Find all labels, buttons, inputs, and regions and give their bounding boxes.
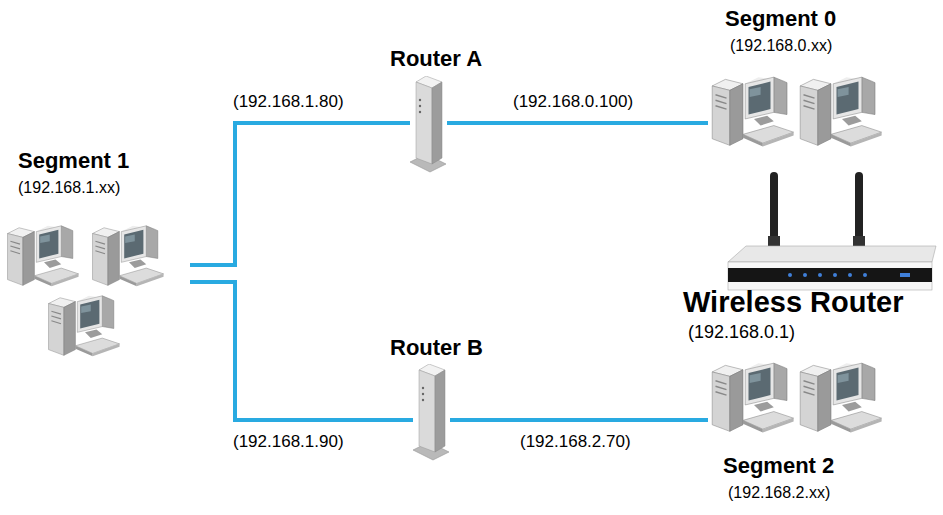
node-title: Wireless Router <box>683 286 904 319</box>
network-cable <box>190 282 413 420</box>
ip-range-label: (192.168.2.xx) <box>728 484 830 502</box>
router-device: Router A <box>410 46 447 178</box>
ip-range-label: (192.168.0.xx) <box>730 37 832 55</box>
node-title: Segment 0 <box>725 6 836 31</box>
network-cable <box>450 418 708 422</box>
wireless-router: Wireless Router (192.168.0.1) <box>683 170 941 350</box>
node-title: Segment 2 <box>723 453 834 478</box>
router-device: Router B <box>413 335 450 465</box>
ip-range-label: (192.168.1.xx) <box>18 179 120 197</box>
interface-ip-label: (192.168.2.70) <box>520 432 631 452</box>
network-cable <box>190 123 410 265</box>
interface-ip-label: (192.168.0.100) <box>513 92 633 112</box>
node-title: Router A <box>390 46 482 71</box>
interface-ip-label: (192.168.1.90) <box>233 432 344 452</box>
ip-range-label: (192.168.0.1) <box>688 322 795 343</box>
node-title: Router B <box>390 335 483 360</box>
network-segment: Segment 2 (192.168.2.xx) <box>708 352 894 510</box>
node-title: Segment 1 <box>18 148 129 173</box>
network-segment: Segment 0 (192.168.0.xx) <box>708 6 894 164</box>
interface-ip-label: (192.168.1.80) <box>233 92 344 112</box>
network-cable <box>447 121 708 125</box>
network-segment: Segment 1 (192.168.1.xx) <box>5 148 190 363</box>
